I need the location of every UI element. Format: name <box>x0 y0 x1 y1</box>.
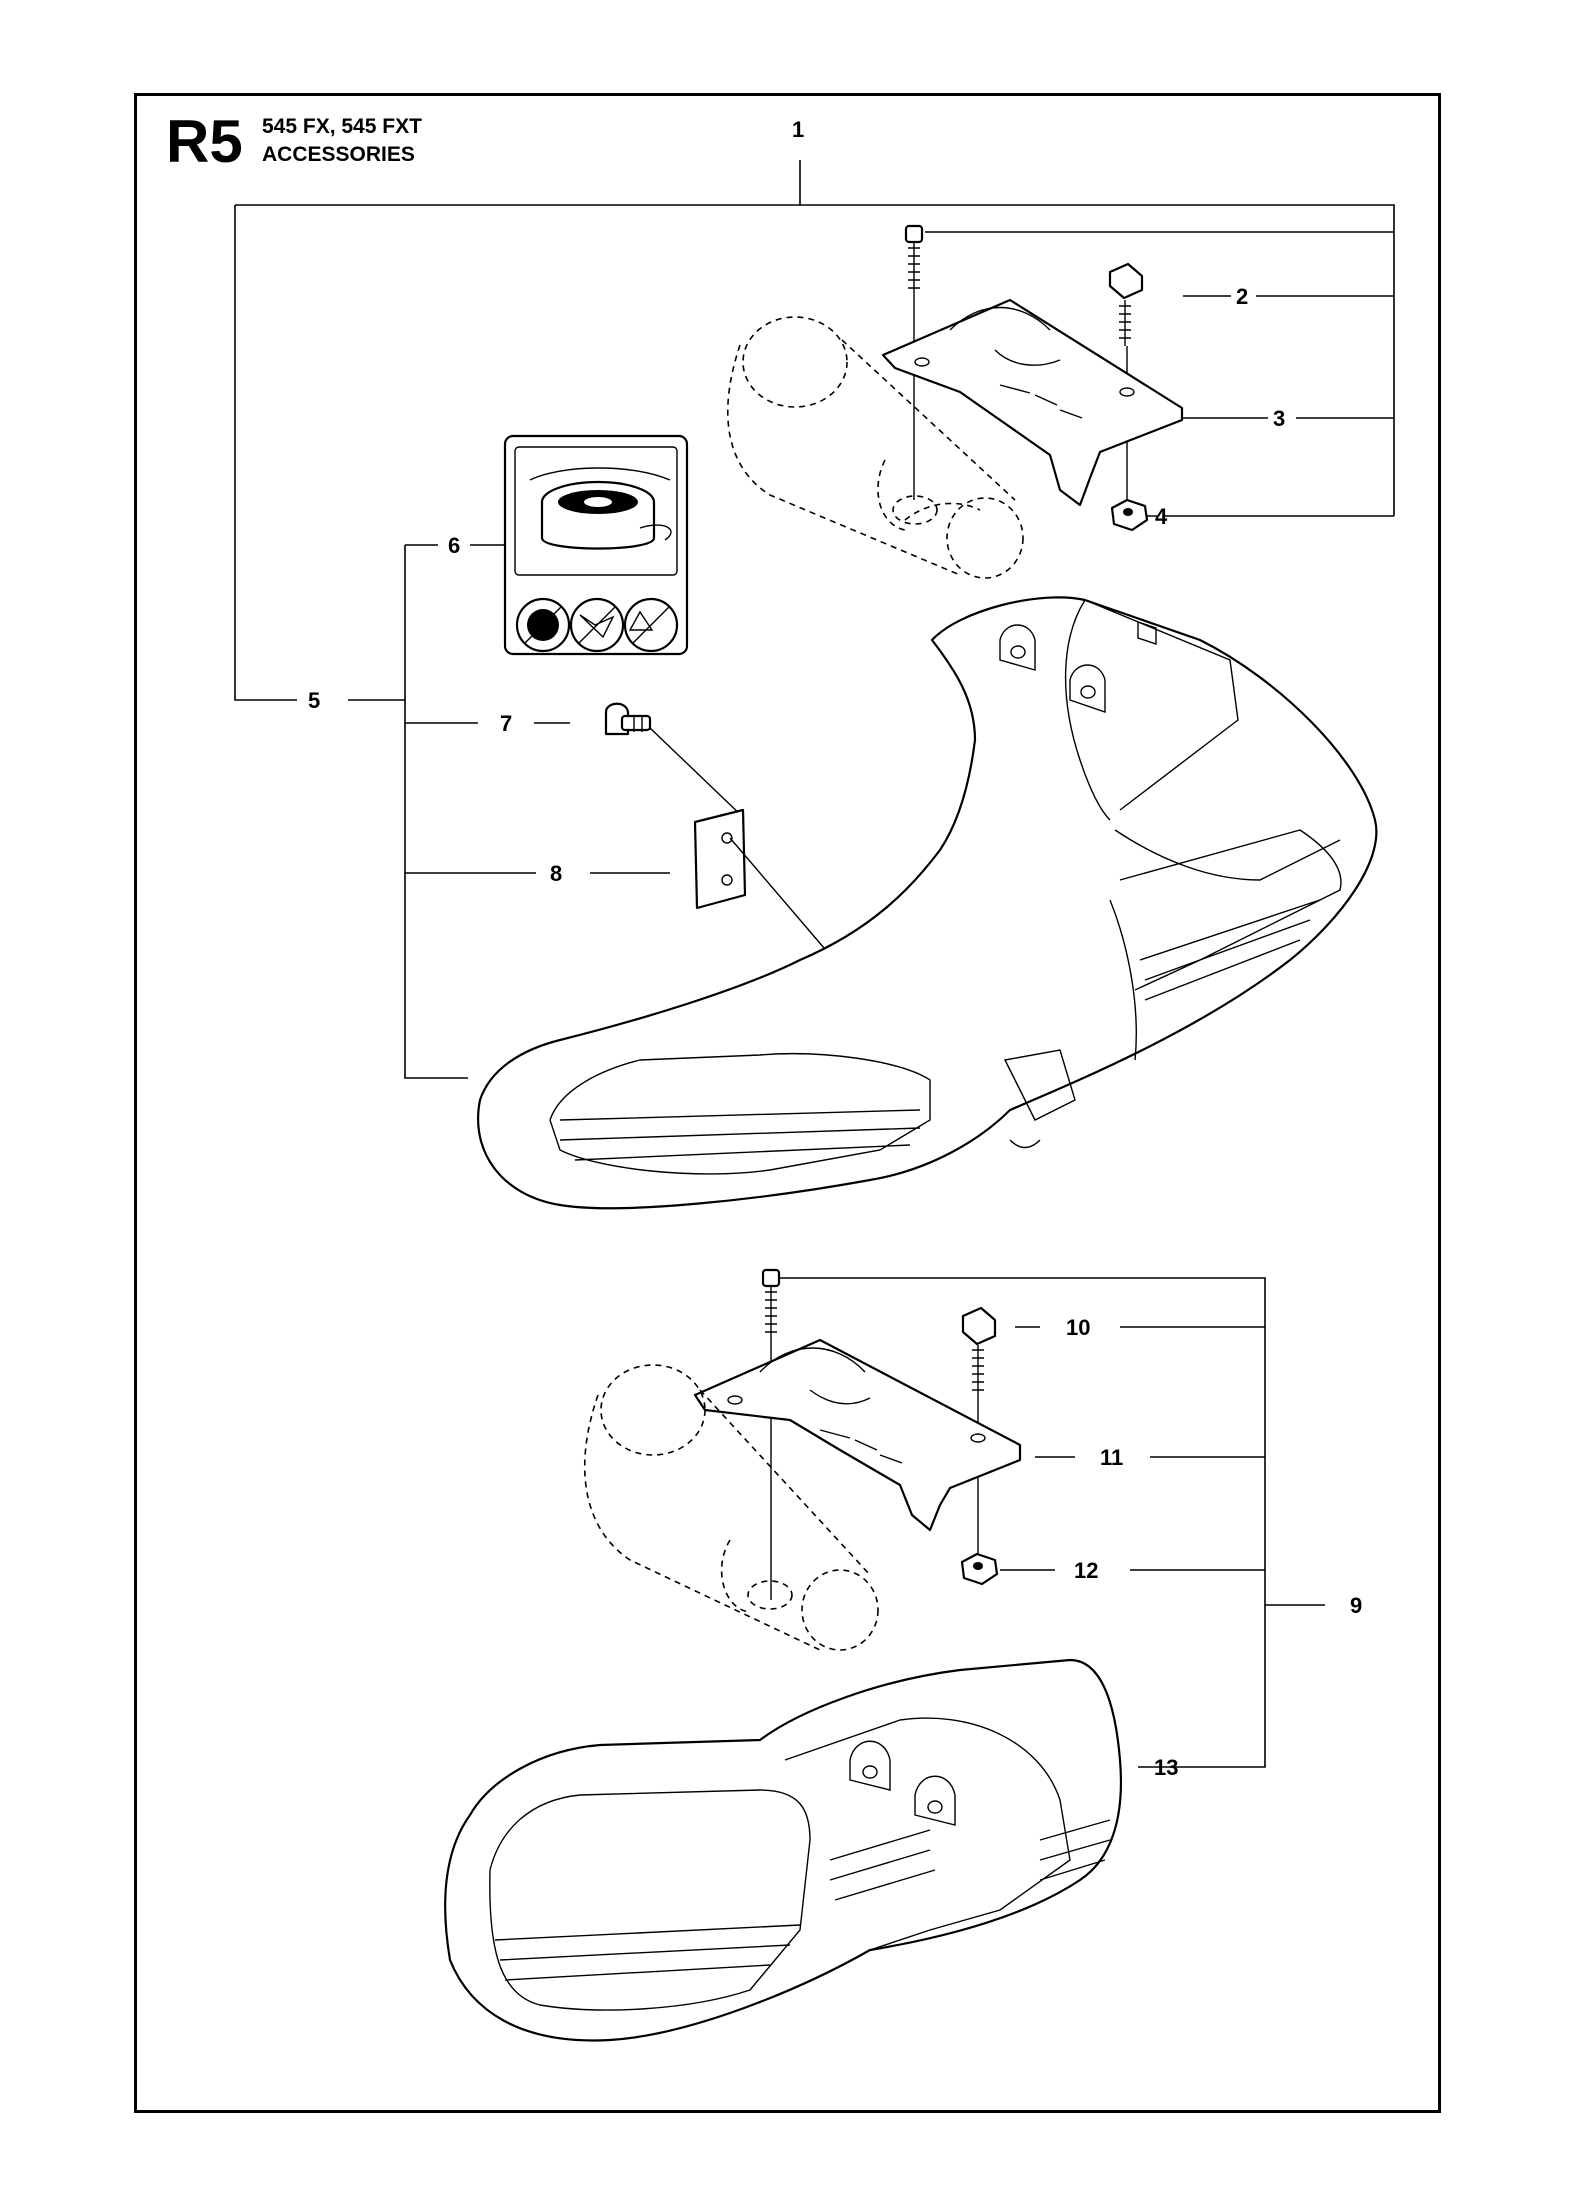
trimmer-head-decal-part <box>503 434 689 656</box>
nut-part <box>1110 498 1149 532</box>
leader-lines-upper <box>234 160 1395 1079</box>
callout-5: 5 <box>308 688 320 713</box>
page-frame <box>134 93 1441 2113</box>
bracket-clamp-part <box>881 298 1184 507</box>
shaft-outline-lower <box>583 1364 879 1651</box>
lower-nut-part <box>960 1552 999 1586</box>
cutter-plate-part <box>693 808 831 956</box>
callout-11: 11 <box>1100 1445 1123 1470</box>
lower-bracket-clamp-part <box>693 1338 1022 1532</box>
callout-9: 9 <box>1350 1593 1362 1618</box>
lower-guard-part <box>444 1658 1122 2042</box>
lower-screw-part <box>761 1268 781 1600</box>
screw-part <box>904 224 924 500</box>
callout-13: 13 <box>1154 1755 1178 1780</box>
callout-6: 6 <box>448 533 460 558</box>
shaft-outline-upper <box>727 316 1024 579</box>
callout-3: 3 <box>1273 406 1285 431</box>
callout-labels: 1 2 3 4 5 6 7 8 9 10 11 12 13 <box>308 117 1362 1780</box>
callout-12: 12 <box>1074 1558 1098 1583</box>
trimmer-guard-part <box>477 596 1378 1210</box>
section-code: R5 <box>166 108 243 175</box>
model-line: 545 FX, 545 FXT <box>262 115 422 138</box>
callout-1: 1 <box>792 117 804 142</box>
callout-10: 10 <box>1066 1315 1090 1340</box>
leader-lines-lower <box>775 1277 1325 1768</box>
callout-2: 2 <box>1236 284 1248 309</box>
callout-4: 4 <box>1155 504 1168 529</box>
group-title: ACCESSORIES <box>262 143 415 166</box>
guard-screw-part <box>604 702 745 819</box>
callout-7: 7 <box>500 711 512 736</box>
callout-8: 8 <box>550 861 562 886</box>
